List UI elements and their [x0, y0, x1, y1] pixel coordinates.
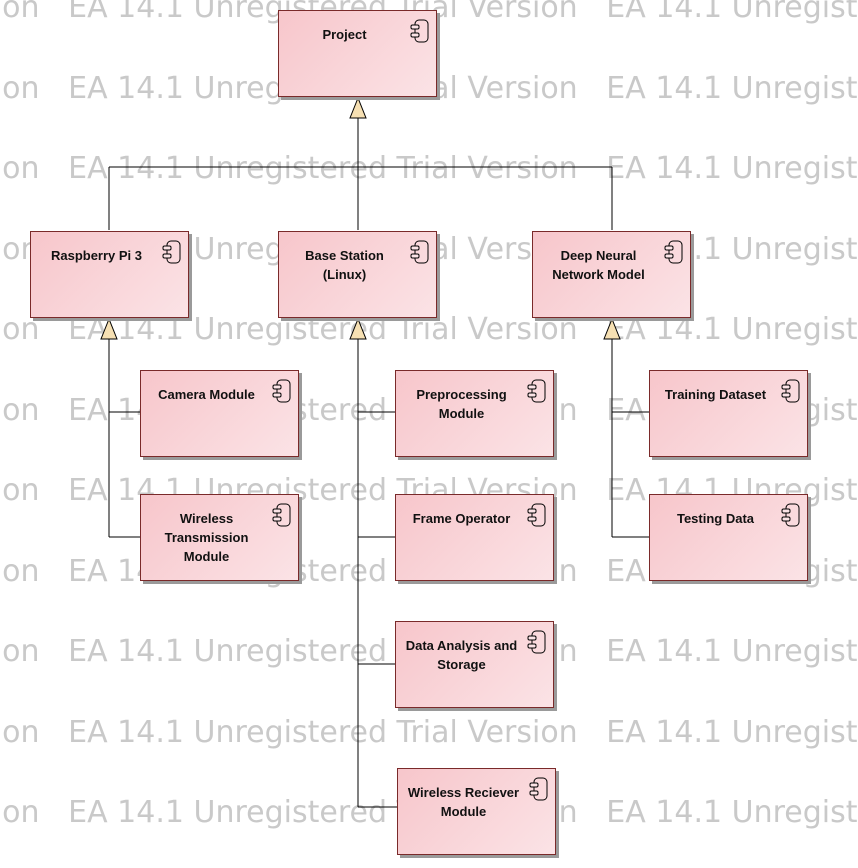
component-label: Raspberry Pi 3 [50, 248, 143, 263]
component-project[interactable]: Project [278, 10, 437, 97]
component-preprocessing[interactable]: Preprocessing Module [395, 370, 554, 457]
component-icon [272, 503, 291, 527]
component-label: Testing Data [676, 511, 755, 526]
component-icon [529, 777, 548, 801]
generalization-arrowhead [603, 317, 621, 340]
generalization-arrowhead [349, 96, 367, 119]
component-wireless-transmission[interactable]: Wireless Transmission Module [140, 494, 299, 581]
component-raspberry-pi[interactable]: Raspberry Pi 3 [30, 231, 189, 318]
component-icon [781, 379, 800, 403]
component-wireless-receiver[interactable]: Wireless Reciever Module [397, 768, 556, 855]
component-label: Project [322, 27, 367, 42]
watermark-line: EA 14.1 Unregistered Trial Version EA 14… [0, 70, 858, 106]
component-frame-operator[interactable]: Frame Operator [395, 494, 554, 581]
component-data-analysis[interactable]: Data Analysis and Storage [395, 621, 554, 708]
component-camera-module[interactable]: Camera Module [140, 370, 299, 457]
component-label: Camera Module [158, 387, 255, 402]
component-base-station[interactable]: Base Station (Linux) [278, 231, 437, 318]
component-icon [410, 19, 429, 43]
component-label: Base Station (Linux) [305, 248, 384, 282]
component-icon [272, 379, 291, 403]
component-label: Preprocessing Module [416, 387, 507, 421]
generalization-arrowhead [349, 317, 367, 340]
component-icon [664, 240, 683, 264]
component-icon [527, 503, 546, 527]
component-icon [527, 630, 546, 654]
component-label: Training Dataset [664, 387, 767, 402]
component-label: Deep Neural Network Model [552, 248, 645, 282]
generalization-arrowhead [100, 317, 118, 340]
component-testing-data[interactable]: Testing Data [649, 494, 808, 581]
component-label: Frame Operator [412, 511, 511, 526]
component-icon [410, 240, 429, 264]
watermark-line: EA 14.1 Unregistered Trial Version EA 14… [0, 795, 858, 830]
component-icon [162, 240, 181, 264]
component-dnn-model[interactable]: Deep Neural Network Model [532, 231, 691, 318]
watermark-line: EA 14.1 Unregistered Trial Version EA 14… [0, 151, 858, 186]
component-icon [527, 379, 546, 403]
component-label: Wireless Transmission Module [164, 511, 249, 564]
watermark-line: EA 14.1 Unregistered Trial Version EA 14… [0, 714, 858, 750]
component-label: Wireless Reciever Module [407, 785, 520, 819]
component-icon [781, 503, 800, 527]
component-training-dataset[interactable]: Training Dataset [649, 370, 808, 457]
component-label: Data Analysis and Storage [405, 638, 518, 672]
